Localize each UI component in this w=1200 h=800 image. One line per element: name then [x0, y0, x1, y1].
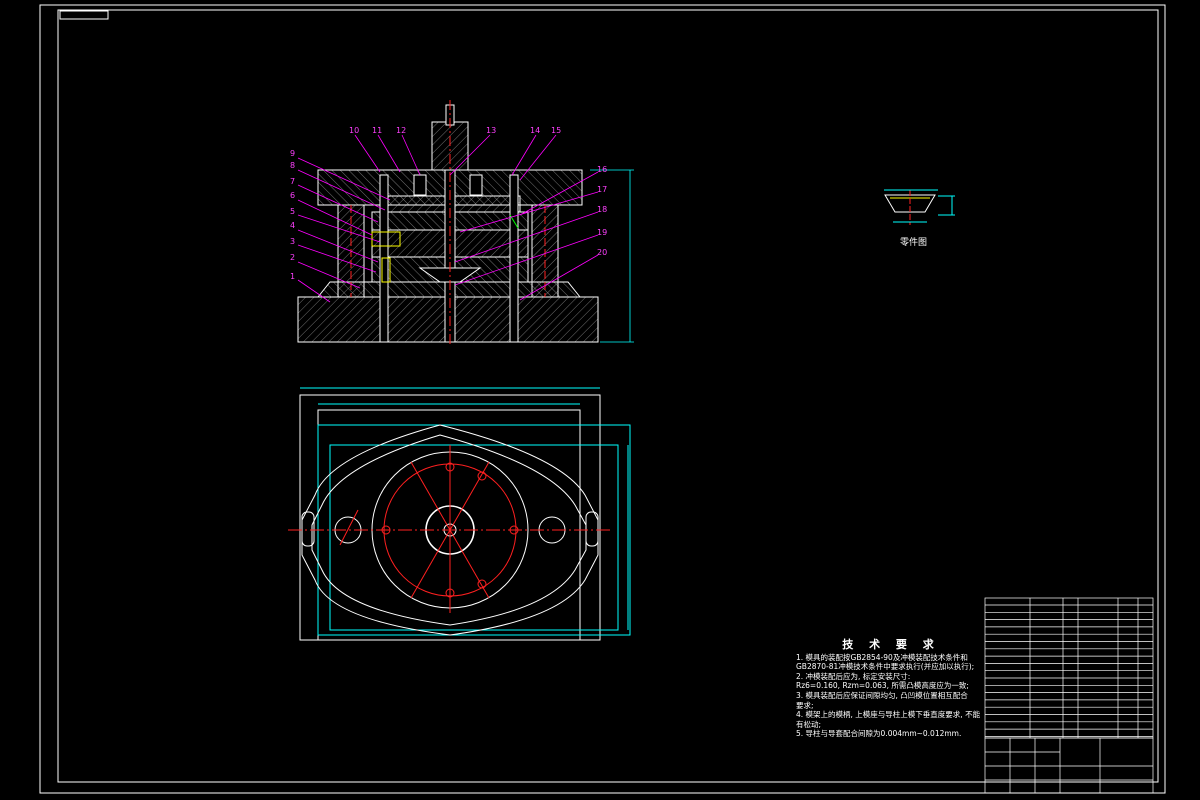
tech-requirement-line: 2. 冲模装配后应为, 标定安装尺寸:	[796, 671, 911, 681]
code-box	[59, 10, 109, 20]
tech-requirement-line: 4. 模架上的模柄, 上模座与导柱上模下垂直度要求, 不能	[796, 710, 981, 720]
balloon-label: 7	[290, 177, 295, 186]
balloon-label: 20	[597, 248, 607, 257]
balloon-label: 1	[290, 272, 295, 281]
balloon-label: 13	[486, 126, 496, 135]
balloon-label: 15	[551, 126, 561, 135]
balloon-label: 11	[372, 126, 382, 135]
balloon-label: 19	[597, 228, 607, 237]
technical-requirements: 技 术 要 求 1. 模具的装配按GB2854-90及冲模装配技术条件和 GB2…	[796, 638, 986, 739]
tech-requirement-line: 1. 模具的装配按GB2854-90及冲模装配技术条件和	[796, 652, 968, 662]
part-leaders	[297, 134, 599, 303]
tech-requirement-line: Rz6=0.160, Rzm=0.063, 所需凸模高度应为一致;	[796, 681, 969, 691]
part-drawing-label: 零件图	[900, 236, 927, 248]
balloon-label: 2	[290, 253, 295, 262]
balloon-label: 16	[597, 165, 607, 174]
balloon-label: 4	[290, 221, 295, 230]
title-block	[984, 597, 1154, 794]
section-view	[297, 104, 599, 343]
tech-requirement-line: 3. 模具装配后应保证间隙均匀, 凸凹模位置相互配合	[796, 690, 968, 700]
tech-requirement-line: 有松动;	[796, 719, 822, 729]
plan-view	[288, 387, 631, 641]
balloon-label: 18	[597, 205, 607, 214]
balloon-label: 12	[396, 126, 406, 135]
tech-requirement-line: GB2870-81冲模技术条件中要求执行(并应加以执行);	[796, 662, 975, 672]
tech-requirements-title: 技 术 要 求	[842, 638, 940, 651]
balloon-label: 5	[290, 207, 295, 216]
balloon-label: 9	[290, 149, 295, 158]
part-drawing	[884, 189, 955, 225]
balloon-label: 6	[290, 191, 295, 200]
balloon-label: 3	[290, 237, 295, 246]
balloon-label: 17	[597, 185, 607, 194]
part-number-labels: 9 8 7 6 5 4 3 2 1 10 11 12 13 14 15 16 1…	[290, 126, 607, 281]
tech-requirement-line: 5. 导柱与导套配合间隙为0.004mm~0.012mm.	[796, 729, 962, 739]
lower-base-outline	[301, 424, 599, 636]
inner-border	[57, 9, 1159, 783]
balloon-label: 8	[290, 161, 295, 170]
outer-border	[39, 4, 1166, 794]
height-dimension	[590, 169, 634, 343]
balloon-label: 10	[349, 126, 359, 135]
tech-requirement-line: 要求;	[796, 700, 814, 710]
balloon-label: 14	[530, 126, 540, 135]
